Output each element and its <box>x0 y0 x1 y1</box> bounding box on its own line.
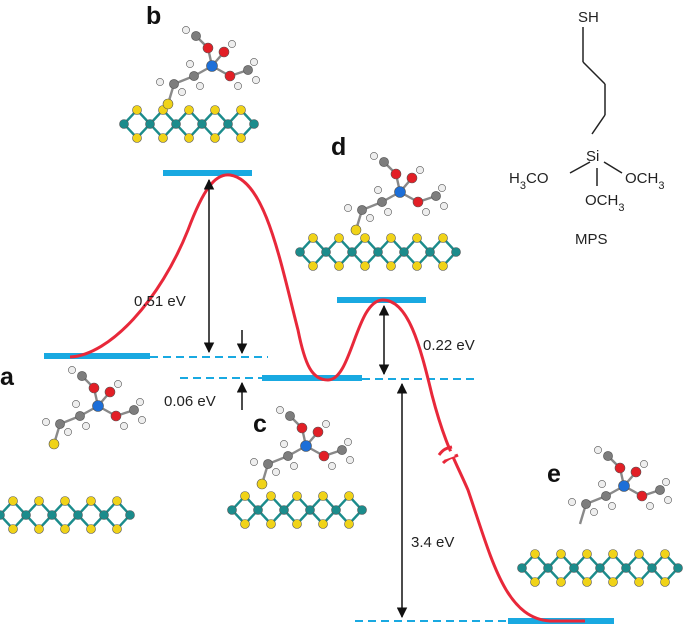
panel-label-e: e <box>547 460 561 488</box>
molecular-models <box>0 26 683 587</box>
reference-lines <box>150 356 508 622</box>
panel-label-b: b <box>146 2 161 30</box>
slab-a <box>0 496 135 534</box>
molecule-a <box>42 366 146 450</box>
panel-label-c: c <box>253 410 267 438</box>
mps-left-methoxy: H3CO <box>509 170 548 192</box>
mps-bottom-methoxy: OCH3 <box>585 192 624 214</box>
slab-c <box>227 491 367 529</box>
mps-si: Si <box>586 148 599 165</box>
mps-right-methoxy: OCH3 <box>625 170 664 192</box>
axis-break-symbol <box>437 445 459 465</box>
mps-sh: SH <box>578 9 599 26</box>
label-release: 3.4 eV <box>411 534 454 551</box>
slab-d <box>295 233 461 271</box>
mps-name: MPS <box>575 231 608 248</box>
mps-structure: SH Si H3CO OCH3 OCH3 MPS <box>509 9 664 248</box>
molecule-e <box>568 446 672 525</box>
label-barrier-1: 0.51 eV <box>134 293 186 310</box>
reaction-curve <box>69 173 585 623</box>
label-barrier-2: 0.22 eV <box>423 337 475 354</box>
panel-label-d: d <box>331 133 346 161</box>
panel-label-a: a <box>0 363 15 391</box>
energy-levels <box>44 170 614 624</box>
molecule-c <box>250 406 354 490</box>
slab-b <box>119 105 259 143</box>
slab-e <box>517 549 683 587</box>
molecule-b <box>156 26 260 110</box>
label-gap-1: 0.06 eV <box>164 393 216 410</box>
energy-arrows <box>203 178 408 619</box>
molecule-d <box>344 152 448 236</box>
